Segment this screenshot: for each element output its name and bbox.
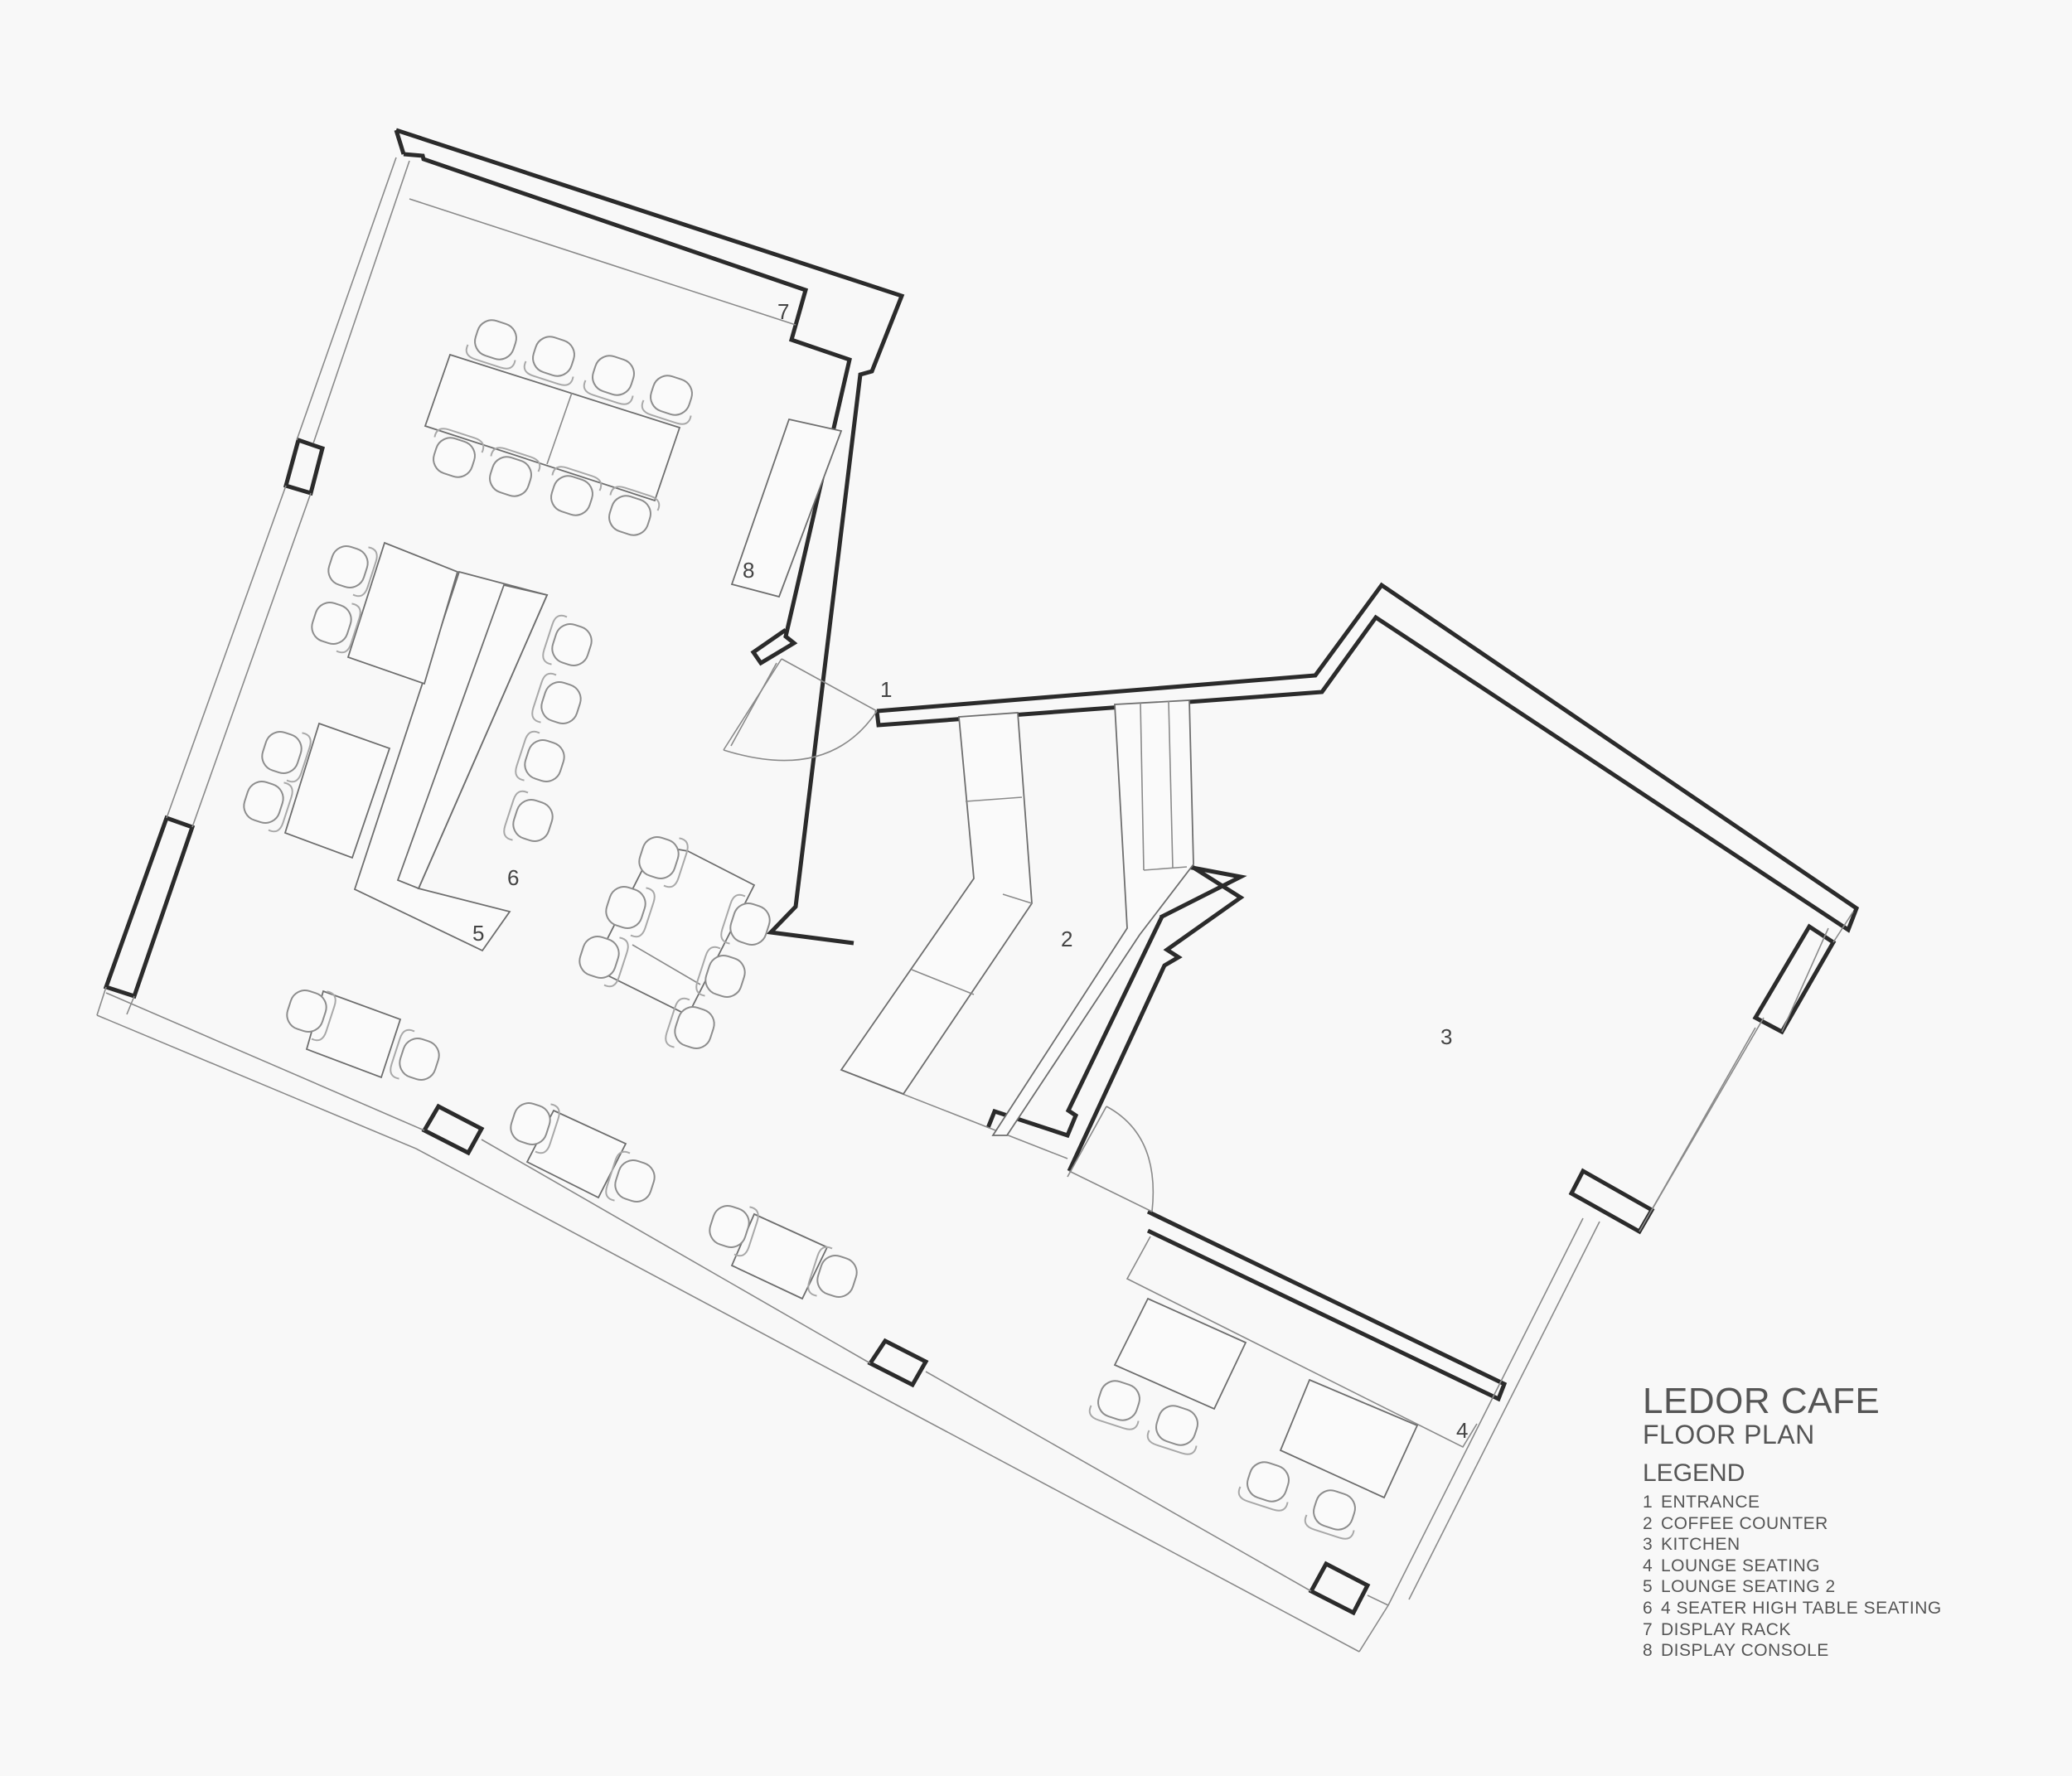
- chair: [709, 1205, 759, 1257]
- chairs: [243, 319, 1356, 1540]
- display-console: [730, 418, 843, 598]
- coffee-counter: [840, 699, 1194, 1136]
- dining-table-large: [424, 353, 681, 502]
- chair: [550, 466, 603, 516]
- kitchen-partition: [1067, 864, 1245, 1173]
- entrance-door[interactable]: [723, 658, 878, 762]
- chair: [489, 447, 541, 497]
- chair: [695, 946, 746, 998]
- chair: [390, 1028, 440, 1081]
- label-display-rack: 7: [777, 299, 789, 324]
- kitchen-south-wall: [1146, 1209, 1508, 1402]
- chair: [523, 336, 575, 386]
- chair: [579, 936, 629, 988]
- counter-partition: [985, 864, 1247, 1139]
- label-high-table: 6: [507, 865, 519, 890]
- chair: [641, 375, 693, 425]
- high-table-seating: [396, 583, 549, 890]
- chair: [638, 836, 689, 888]
- entrance-wall: [874, 582, 1860, 933]
- south-pillar-1: [421, 1103, 485, 1156]
- chair: [665, 997, 715, 1049]
- plan-subtitle: FLOOR PLAN: [1643, 1420, 1815, 1449]
- chair: [720, 893, 771, 946]
- label-kitchen: 3: [1440, 1024, 1452, 1049]
- label-lounge-seating: 4: [1456, 1418, 1468, 1443]
- north-wall-inner: [403, 152, 852, 666]
- chair: [465, 319, 517, 370]
- chair: [608, 486, 661, 536]
- chair: [531, 672, 582, 724]
- chair: [542, 614, 593, 666]
- chair: [1304, 1489, 1356, 1540]
- chair: [807, 1246, 858, 1298]
- plan-title: LEDOR CAFE: [1643, 1381, 1881, 1421]
- label-display-console: 8: [743, 558, 754, 583]
- chair: [1088, 1380, 1140, 1430]
- chair: [1146, 1405, 1198, 1455]
- chair: [433, 428, 485, 478]
- chair: [515, 730, 565, 782]
- chair: [605, 886, 656, 938]
- chair: [510, 1102, 560, 1154]
- chair: [503, 790, 554, 842]
- north-wall-end: [394, 129, 406, 155]
- south-pillar-3: [1308, 1561, 1371, 1616]
- label-lounge-seating-2: 5: [472, 921, 484, 946]
- chair: [583, 355, 635, 405]
- chair: [1237, 1461, 1290, 1512]
- chair: [605, 1150, 656, 1203]
- exterior-walls: [103, 128, 1860, 1616]
- glazing-lines: [96, 157, 1854, 1653]
- label-entrance: 1: [880, 677, 892, 702]
- chair: [286, 990, 336, 1042]
- chair: [311, 602, 361, 654]
- chair: [327, 545, 378, 598]
- lounge-seating-tables: [1113, 1297, 1419, 1499]
- chair: [243, 781, 293, 833]
- west-pillar-1: [283, 437, 326, 496]
- plan-labels: 1 2 3 4 5 6 7 8: [472, 299, 1468, 1443]
- chair: [261, 731, 312, 783]
- label-coffee-counter: 2: [1061, 927, 1072, 951]
- south-tables: [305, 990, 829, 1300]
- kitchen-wall-block: [1568, 1168, 1655, 1235]
- kitchen-door[interactable]: [1067, 1106, 1155, 1212]
- legend-heading: LEGEND: [1643, 1459, 1745, 1487]
- south-pillar-2: [867, 1338, 929, 1388]
- west-pillar-2: [103, 815, 196, 999]
- north-wall: [395, 128, 905, 946]
